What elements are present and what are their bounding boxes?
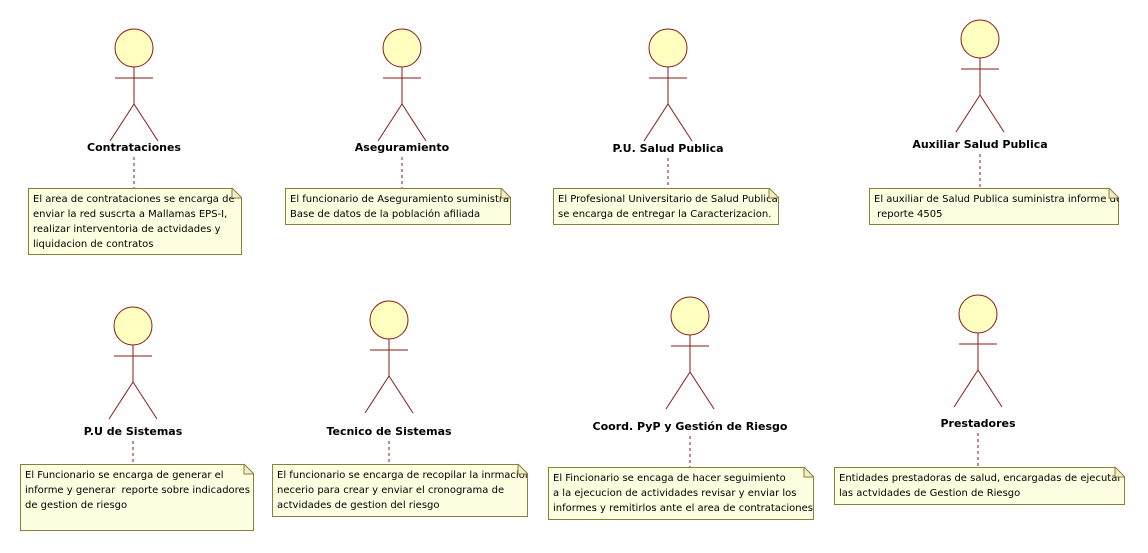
actor-label-0: Contrataciones [87,141,181,154]
actor-left-leg-3 [955,94,981,133]
note-2: El Profesional Universitario de Salud Pu… [553,188,779,225]
note-4: El Funcionario se encarga de generar el i… [20,464,254,531]
note-6: El Fincionario se encaga de hacer seguim… [548,467,814,520]
note-line: se encarga de entregar la Caracterizacio… [558,209,772,220]
note-1: El funcionario de Aseguramiento suminist… [285,188,511,225]
note-line: informe y generar reporte sobre indicado… [25,485,250,496]
note-line: enviar la red suscrta a Mallamas EPS-I, [33,209,228,220]
actor-left-leg-6 [665,371,691,410]
note-fold-edge-6 [803,466,815,478]
note-fold-edge-7 [1114,466,1126,478]
actor-head-1 [382,28,422,68]
note-line: necerio para crear y enviar el cronogram… [277,485,505,496]
note-line: El funcionario se encarga de recopilar l… [277,470,532,481]
note-fold-edge-0 [231,187,243,199]
note-line: El Profesional Universitario de Salud Pu… [558,194,778,205]
note-line: El Funcionario se encarga de generar el [25,470,224,481]
actor-right-leg-1 [401,103,427,142]
note-line: El funcionario de Aseguramiento suminist… [290,194,510,205]
actor-label-6: Coord. PyP y Gestión de Riesgo [592,420,788,433]
actor-right-leg-6 [689,371,715,410]
actor-left-leg-1 [377,103,403,142]
actor-label-5: Tecnico de Sistemas [326,425,452,438]
note-line: Entidades prestadoras de salud, encargad… [839,473,1122,484]
actor-right-leg-4 [132,381,158,420]
note-line: actvidades de gestion del riesgo [277,500,440,511]
note-fold-edge-5 [517,463,529,475]
note-line: Base de datos de la población afiliada [290,209,481,220]
actor-label-3: Auxiliar Salud Publica [912,138,1048,151]
actor-head-0 [114,28,154,68]
actor-head-6 [670,296,710,336]
actor-label-1: Aseguramiento [354,141,450,154]
note-line: de gestion de riesgo [25,500,128,511]
note-line: El Fincionario se encaga de hacer seguim… [553,473,786,484]
note-line: las actvidades de Gestion de Riesgo [839,488,1021,499]
actor-head-5 [369,300,409,340]
note-line: a la ejecucion de actividades revisar y … [553,488,797,499]
actor-head-7 [958,294,998,334]
actor-right-leg-2 [667,103,693,142]
actor-right-leg-0 [133,103,159,142]
actor-right-leg-7 [977,369,1003,408]
note-line: reporte 4505 [874,209,943,220]
actor-right-leg-5 [388,375,414,414]
actor-head-3 [960,19,1000,59]
actor-head-4 [113,306,153,346]
actor-left-leg-4 [108,381,134,420]
actor-left-leg-2 [643,103,669,142]
actor-left-leg-0 [109,103,135,142]
actor-head-2 [648,28,688,68]
note-5: El funcionario se encarga de recopilar l… [272,464,528,517]
note-3: El auxiliar de Salud Publica suministra … [869,188,1119,225]
note-line: realizar interventoria de actvidades y [33,224,221,235]
actor-label-2: P.U. Salud Publica [612,142,724,155]
note-line: liquidacion de contratos [33,239,154,250]
actor-left-leg-7 [953,369,979,408]
note-fold-edge-4 [243,463,255,475]
note-fold-edge-3 [1108,187,1120,199]
actor-label-7: Prestadores [940,417,1016,430]
actor-left-leg-5 [364,375,390,414]
note-fold-edge-1 [500,187,512,199]
note-7: Entidades prestadoras de salud, encargad… [834,467,1125,505]
actor-right-leg-3 [979,94,1005,133]
actor-label-4: P.U de Sistemas [83,425,183,438]
note-line: informes y remitirlos ante el area de co… [553,503,813,514]
note-fold-edge-2 [768,187,780,199]
